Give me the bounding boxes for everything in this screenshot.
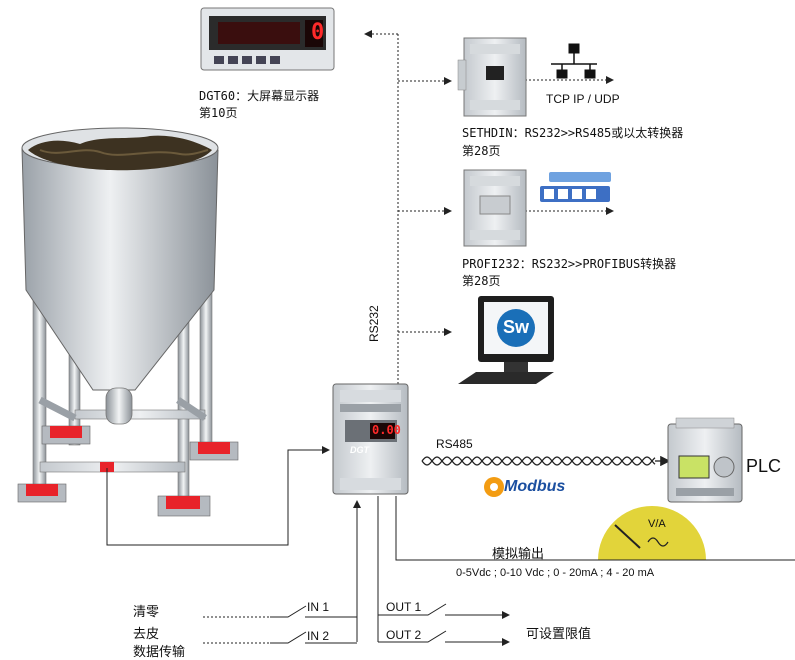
rs485-cable <box>421 455 671 467</box>
plc-device <box>667 417 743 503</box>
out2-label: OUT 2 <box>386 628 422 642</box>
input-zero: 清零 <box>133 605 160 620</box>
pc-computer <box>458 296 554 384</box>
sethdin-page: 第28页 <box>462 144 501 158</box>
dgt60-display-device <box>200 7 335 71</box>
rs485-label: RS485 <box>436 437 473 451</box>
dgt-display-value: 0.00 <box>372 423 401 437</box>
dgt-brand: DGT <box>350 445 369 455</box>
output-limit-label: 可设置限值 <box>526 627 592 642</box>
modbus-logo <box>484 477 504 497</box>
dgt60-display-digit: 0 <box>311 20 325 45</box>
rs232-bus <box>364 30 614 392</box>
rs232-label: RS232 <box>367 305 381 342</box>
modbus-label: Modbus <box>504 478 566 495</box>
input-tare: 去皮 <box>133 627 160 642</box>
load-cell-cable <box>106 446 330 546</box>
analog-ranges: 0-5Vdc ; 0-10 Vdc ; 0 - 20mA ; 4 - 20 mA <box>456 567 655 579</box>
silo-illustration <box>17 127 239 517</box>
dgt60-page: 第10页 <box>199 106 238 120</box>
dgt60-name: DGT60：大屏幕显示器 <box>199 89 320 103</box>
network-label: TCP IP / UDP <box>546 92 620 106</box>
pc-logo-text: Sw <box>503 317 530 337</box>
io-wiring <box>203 496 510 646</box>
in2-label: IN 2 <box>307 629 330 643</box>
dgt-indicator-device <box>332 383 409 495</box>
in1-label: IN 1 <box>307 600 330 614</box>
profi232-converter <box>463 169 527 247</box>
analog-output-label: 模拟输出 <box>492 547 545 562</box>
out1-label: OUT 1 <box>386 600 422 614</box>
profi232-name: PROFI232：RS232>>PROFIBUS转换器 <box>462 257 677 271</box>
sethdin-converter <box>457 37 527 117</box>
analog-gauge <box>598 506 706 560</box>
profi232-page: 第28页 <box>462 274 501 288</box>
gauge-label: V/A <box>648 518 666 530</box>
input-data-transfer: 数据传输 <box>133 645 186 660</box>
analog-output-line <box>395 496 795 561</box>
sethdin-name: SETHDIN：RS232>>RS485或以太转换器 <box>462 126 684 140</box>
ac-wave-icon <box>647 537 669 547</box>
network-icon <box>551 43 597 79</box>
gauge-needle <box>614 524 641 549</box>
profibus-logo <box>540 172 611 202</box>
plc-label: PLC <box>746 456 782 476</box>
